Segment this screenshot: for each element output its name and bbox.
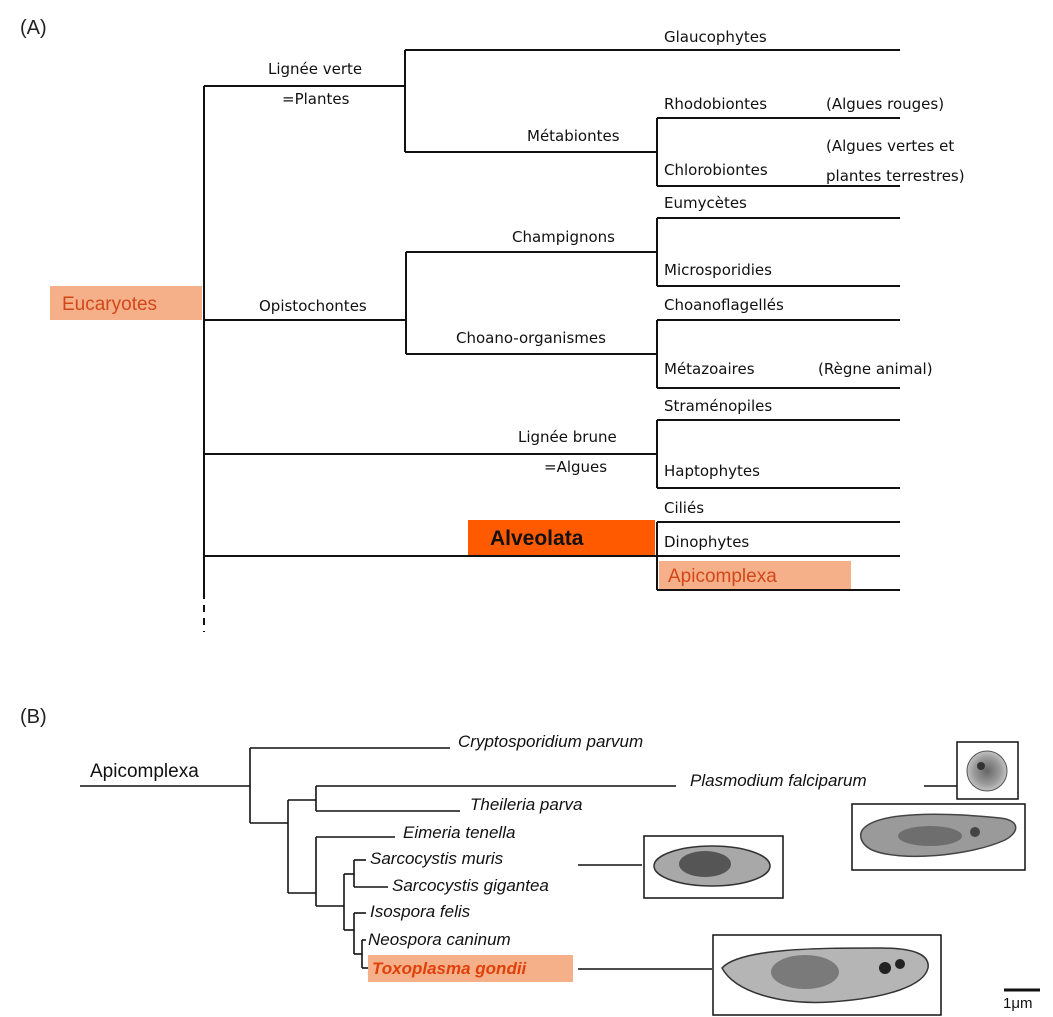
metazoaires-label: Métazoaires [664,360,755,378]
scale-bar-label: 1μm [1003,995,1032,1012]
cilies-label: Ciliés [664,499,704,517]
panel-a: (A) Eucaryotes Lignée verte =Plantes Gla… [20,17,965,632]
haptophytes-label: Haptophytes [664,462,760,480]
metabiontes-label: Métabiontes [527,127,620,145]
eumycetes-label: Eumycètes [664,194,747,212]
micrograph-eimeria [851,803,1026,871]
champignons-label: Champignons [512,228,615,246]
theileria-label: Theileria parva [470,795,582,814]
chlorobiontes-note-2: plantes terrestres) [826,167,965,185]
panel-b: (B) Apicomplexa Cryptosporidium parvum P… [20,706,1040,1016]
stramenopiles-label: Straménopiles [664,397,772,415]
panel-a-label: (A) [20,17,47,39]
apicomplexa-root-label: Apicomplexa [90,761,199,782]
chlorobiontes-label: Chlorobiontes [664,161,768,179]
microsporidies-label: Microsporidies [664,261,772,279]
eucaryotes-label: Eucaryotes [62,294,157,315]
lignee-brune-label-1: Lignée brune [518,428,617,446]
alveolata-label: Alveolata [490,527,584,550]
rhodobiontes-note: (Algues rouges) [826,95,944,113]
metazoaires-note: (Règne animal) [818,360,933,378]
choanoflagelles-label: Choanoflagellés [664,296,784,314]
dinophytes-label: Dinophytes [664,533,749,551]
micrograph-plasmodium [956,741,1019,800]
sarcocystis-gigantea-label: Sarcocystis gigantea [392,876,549,895]
glaucophytes-label: Glaucophytes [664,28,767,46]
chlorobiontes-note-1: (Algues vertes et [826,137,954,155]
lignee-verte-label-2: =Plantes [282,90,350,108]
micrograph-toxoplasma [712,934,942,1016]
panel-b-label: (B) [20,706,47,728]
eucaryotes-highlight [50,286,202,320]
choano-organismes-label: Choano-organismes [456,329,606,347]
eimeria-label: Eimeria tenella [403,823,515,842]
apicomplexa-highlight [659,561,851,589]
lignee-brune-label-2: =Algues [544,458,607,476]
cryptosporidium-label: Cryptosporidium parvum [458,732,643,751]
lignee-verte-label-1: Lignée verte [268,60,362,78]
alveolata-highlight [468,520,655,555]
apicomplexa-label: Apicomplexa [668,566,777,587]
toxoplasma-highlight [368,955,573,982]
opistochontes-label: Opistochontes [259,297,367,315]
sarcocystis-muris-label: Sarcocystis muris [370,849,504,868]
rhodobiontes-label: Rhodobiontes [664,95,767,113]
neospora-label: Neospora caninum [368,930,511,949]
micrograph-sarcocystis [643,835,784,899]
isospora-label: Isospora felis [370,902,471,921]
toxoplasma-label: Toxoplasma gondii [372,959,528,978]
plasmodium-label: Plasmodium falciparum [690,771,867,790]
